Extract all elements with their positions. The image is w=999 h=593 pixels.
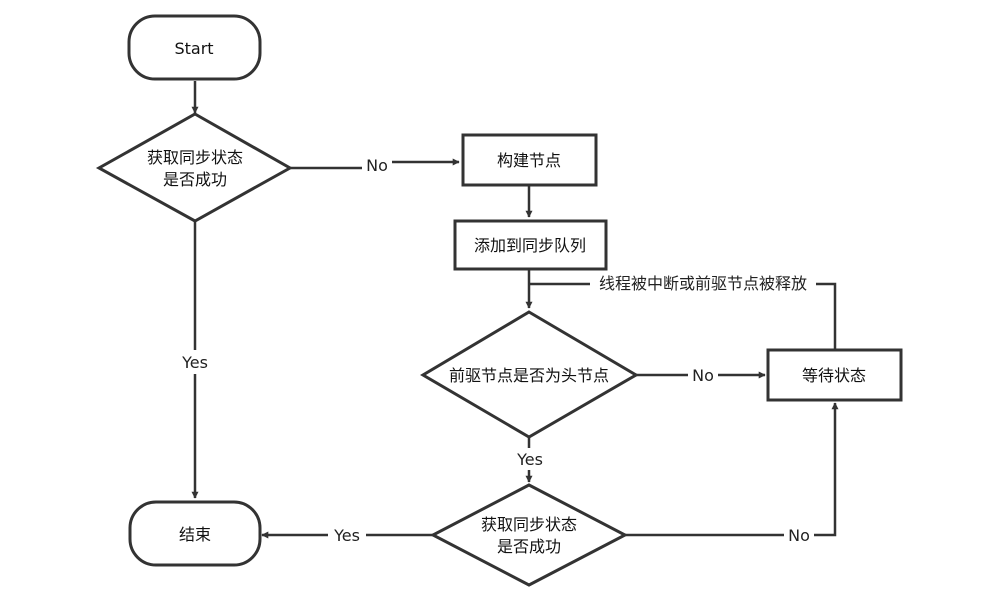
edge-label-check1-yes: Yes bbox=[181, 353, 208, 372]
node-start-label: Start bbox=[174, 39, 213, 58]
edge-check2-no bbox=[625, 402, 839, 537]
edge-label-pred-yes: Yes bbox=[516, 450, 543, 469]
node-check2-line1: 获取同步状态 bbox=[481, 515, 577, 534]
nodes: Start 获取同步状态 是否成功 构建节点 添加到同步队列 前驱节点是否为头节… bbox=[95, 14, 903, 587]
node-end: 结束 bbox=[128, 500, 262, 567]
edge-label-check2-no: No bbox=[788, 526, 810, 545]
node-enqueue: 添加到同步队列 bbox=[453, 219, 608, 271]
node-wait: 等待状态 bbox=[766, 348, 903, 402]
node-wait-label: 等待状态 bbox=[802, 366, 866, 385]
node-enqueue-label: 添加到同步队列 bbox=[474, 236, 586, 255]
node-check2-line2: 是否成功 bbox=[497, 537, 561, 556]
node-end-label: 结束 bbox=[179, 525, 211, 544]
node-check1-line2: 是否成功 bbox=[163, 170, 227, 189]
node-check1: 获取同步状态 是否成功 bbox=[95, 112, 294, 223]
node-start: Start bbox=[127, 14, 262, 81]
node-check1-line1: 获取同步状态 bbox=[147, 148, 243, 167]
node-check2: 获取同步状态 是否成功 bbox=[429, 483, 629, 587]
edge-label-pred-no: No bbox=[692, 366, 714, 385]
node-pred-head-label: 前驱节点是否为头节点 bbox=[449, 366, 609, 385]
node-pred-head: 前驱节点是否为头节点 bbox=[420, 310, 639, 439]
edge-label-check2-yes: Yes bbox=[333, 526, 360, 545]
edges: No Yes 线程被中断或前驱节点被释放 No Yes Yes No bbox=[176, 81, 839, 546]
edge-label-wait-loop: 线程被中断或前驱节点被释放 bbox=[599, 274, 807, 293]
edge-label-check1-no: No bbox=[366, 156, 388, 175]
node-build-label: 构建节点 bbox=[497, 151, 561, 170]
node-build: 构建节点 bbox=[461, 133, 598, 187]
